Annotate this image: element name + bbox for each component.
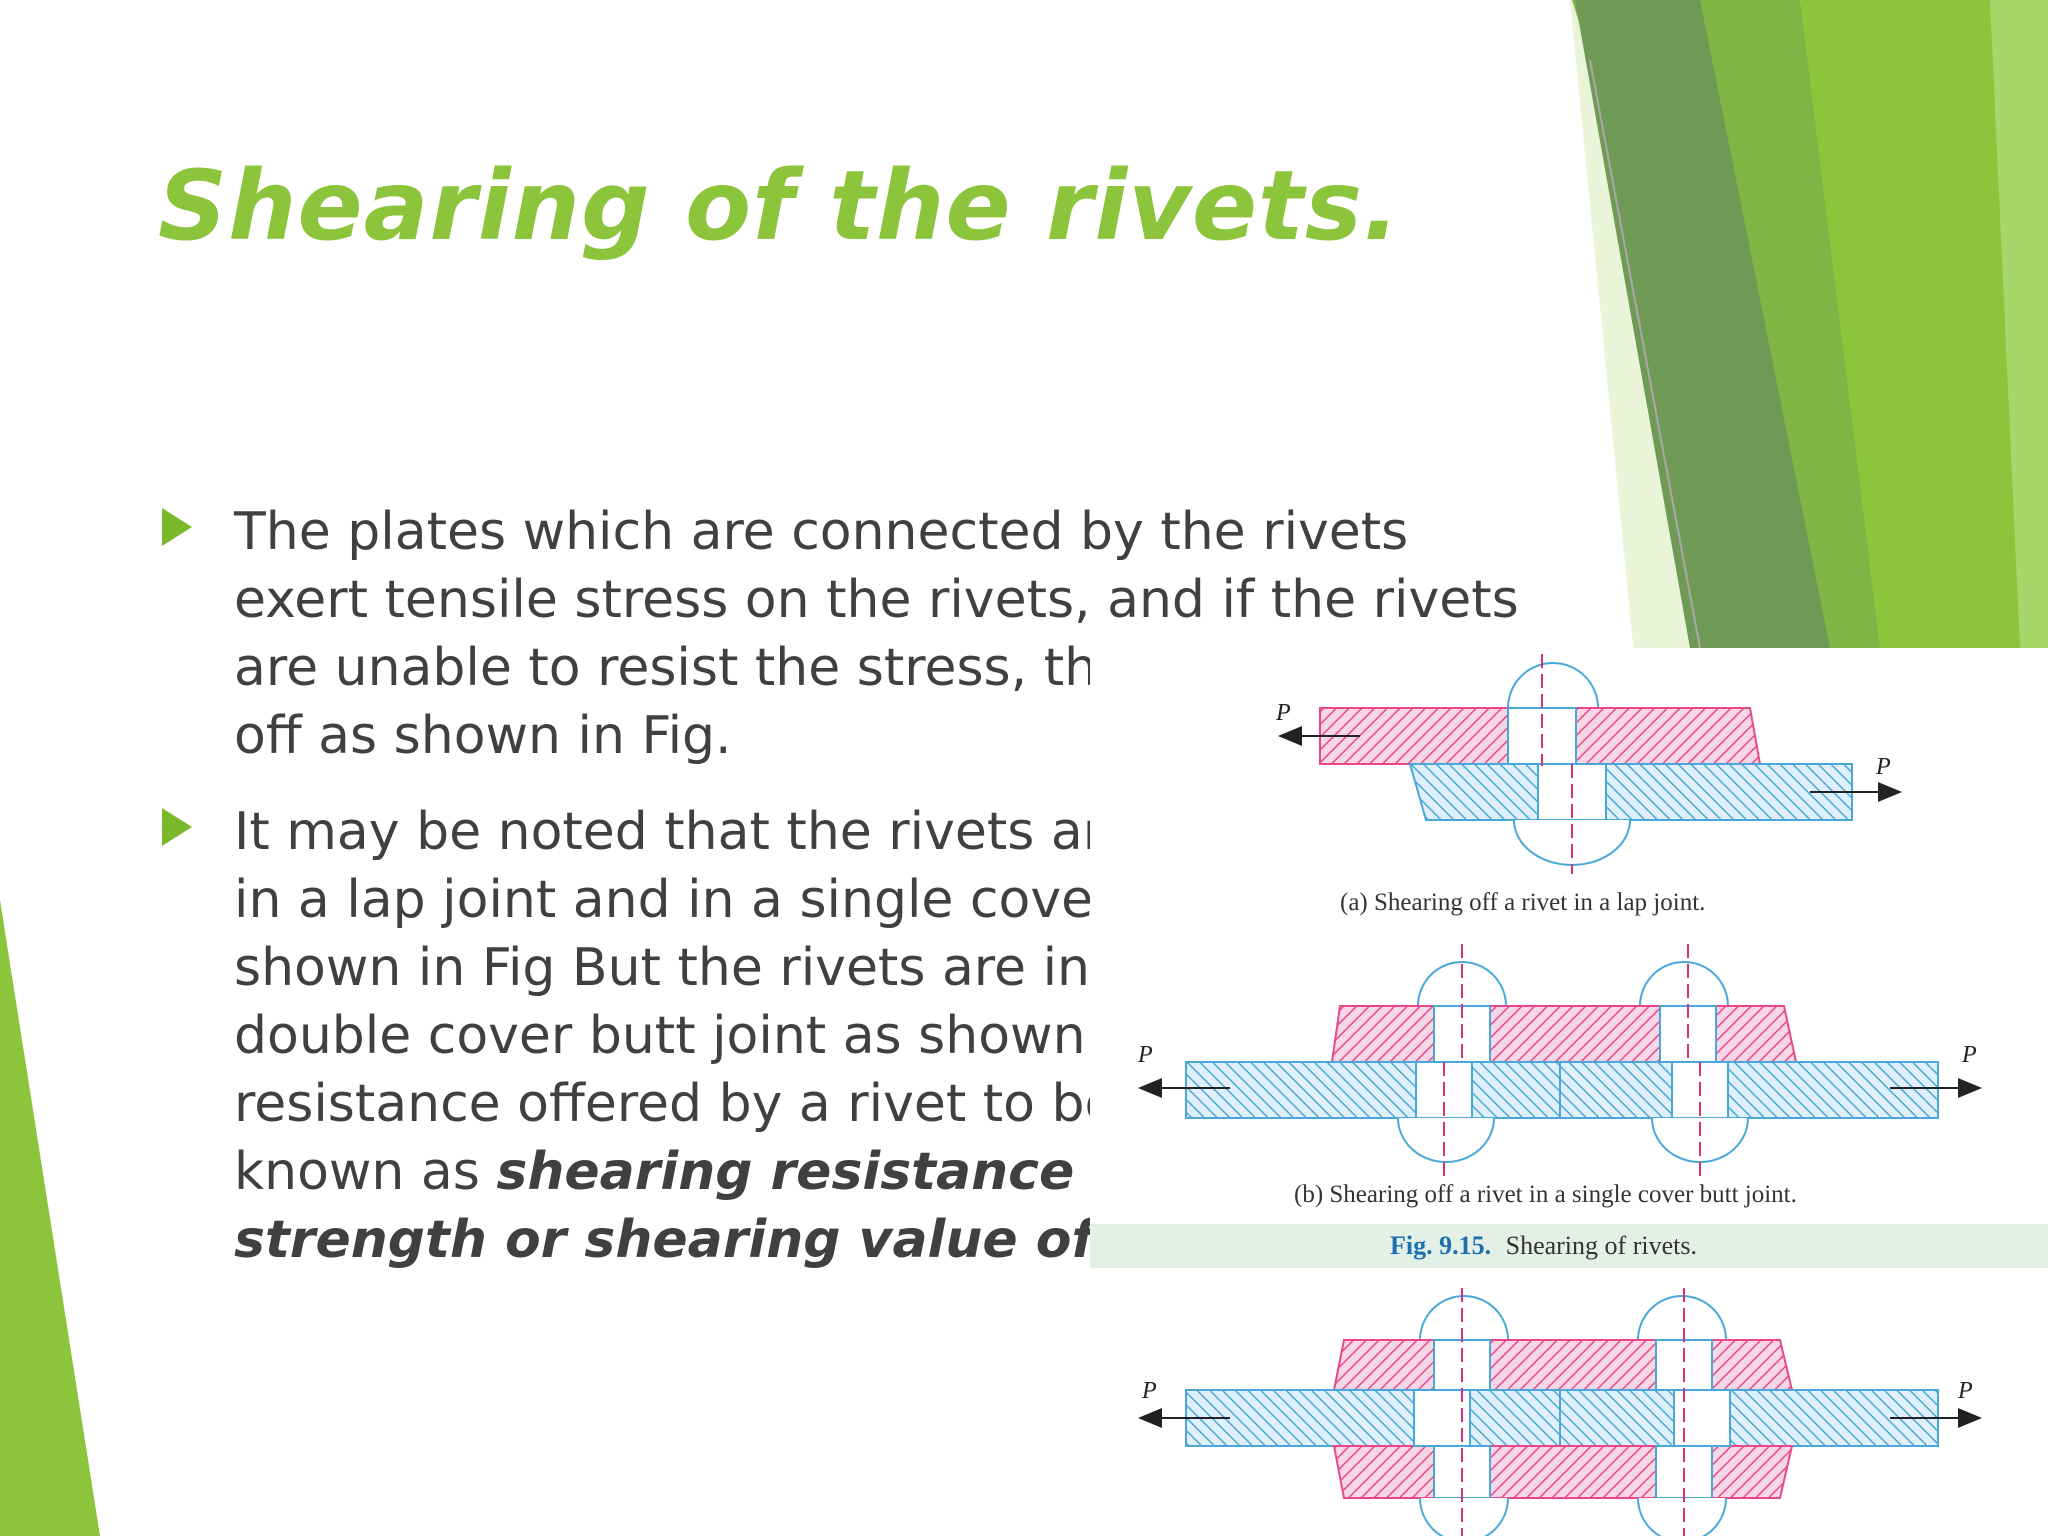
rivet-head-bottom [1651, 1117, 1749, 1163]
top-cover-plate [1332, 1339, 1794, 1391]
figure-caption: Fig. 9.15. Shearing of rivets. [1390, 1231, 1697, 1260]
rivet-head-top [1419, 1295, 1509, 1341]
figure-title: Shearing of rivets. [1506, 1231, 1697, 1260]
force-label: P [1961, 1042, 1977, 1068]
bullet-line-mixed: known as shearing resistance or [234, 1138, 1598, 1206]
decor-shape-far-right [1990, 0, 2048, 648]
main-plate-right [1559, 1389, 1939, 1447]
rivet-head-top [1639, 961, 1729, 1007]
bullet-line: exert tensile stress on the rivets, and … [234, 570, 1519, 630]
bullet-line: off as shown in Fig. [234, 706, 732, 766]
rivet-shank [1413, 1389, 1471, 1447]
bottom-cover-plate [1332, 1445, 1794, 1499]
plain-text: known as [234, 1142, 497, 1202]
caption-a: (a) Shearing off a rivet in a lap joint. [1340, 889, 1705, 916]
decor-left-wedge [0, 900, 100, 1536]
rivet-head-top [1637, 1295, 1727, 1341]
rivet-shank [1433, 1339, 1491, 1391]
rivet-figure: P P (a) Shearing off a rivet in a lap jo… [1090, 648, 2048, 1536]
bullet-item: The plates which are connected by the ri… [158, 498, 1598, 770]
rivet-head-bottom [1397, 1117, 1495, 1163]
bullet-arrow-icon [162, 508, 192, 546]
diagram-single-cover-butt-joint: P P (b) Shearing off a rivet in a single… [1137, 944, 1982, 1208]
decor-shape-right [1800, 0, 2048, 648]
bullet-line-emphasis: strength or shearing value of th [234, 1210, 1175, 1270]
force-label: P [1875, 754, 1891, 780]
cover-plate [1330, 1005, 1798, 1063]
main-plate-left [1185, 1061, 1561, 1119]
decor-shape-dark [1575, 0, 1830, 648]
main-plate-left [1185, 1389, 1561, 1447]
force-label: P [1957, 1378, 1973, 1404]
bullet-line: shown in Fig But the rivets are in [234, 938, 1090, 998]
bullet-line: double cover butt joint as shown [234, 1006, 1086, 1066]
emphasis-text: shearing resistance or [496, 1142, 1154, 1202]
figure-caption-band [1090, 1224, 2048, 1268]
bullet-item: It may be noted that the rivets ar in a … [158, 798, 1598, 1274]
lower-plate [1408, 763, 1853, 821]
bullet-line: It may be noted that the rivets ar [234, 802, 1105, 862]
bullet-list: The plates which are connected by the ri… [158, 498, 1598, 1302]
bullet-arrow-icon [162, 808, 192, 846]
force-label: P [1141, 1378, 1157, 1404]
bullet-line: The plates which are connected by the ri… [234, 502, 1409, 562]
bullet-line: are unable to resist the stress, th [234, 638, 1098, 698]
force-label: P [1275, 700, 1291, 726]
caption-b: (b) Shearing off a rivet in a single cov… [1294, 1181, 1797, 1208]
figure-number: Fig. 9.15. [1390, 1231, 1491, 1260]
main-plate-right [1559, 1061, 1939, 1119]
rivet-head-bottom [1419, 1497, 1509, 1536]
rivet-shank [1655, 1339, 1713, 1391]
decor-thin-line [1589, 59, 1701, 649]
rivet-shank [1673, 1389, 1731, 1447]
rivet-head-bottom [1637, 1497, 1727, 1536]
bullet-line: in a lap joint and in a single cover [234, 870, 1115, 930]
slide-title: Shearing of the rivets. [158, 150, 1401, 262]
bullet-line: resistance offered by a rivet to be [234, 1074, 1117, 1134]
rivet-head-top [1507, 662, 1599, 709]
force-label: P [1137, 1042, 1153, 1068]
diagram-lap-joint: P P (a) Shearing off a rivet in a lap jo… [1275, 654, 1902, 916]
diagram-double-cover-butt-joint: P P [1138, 1288, 1982, 1536]
